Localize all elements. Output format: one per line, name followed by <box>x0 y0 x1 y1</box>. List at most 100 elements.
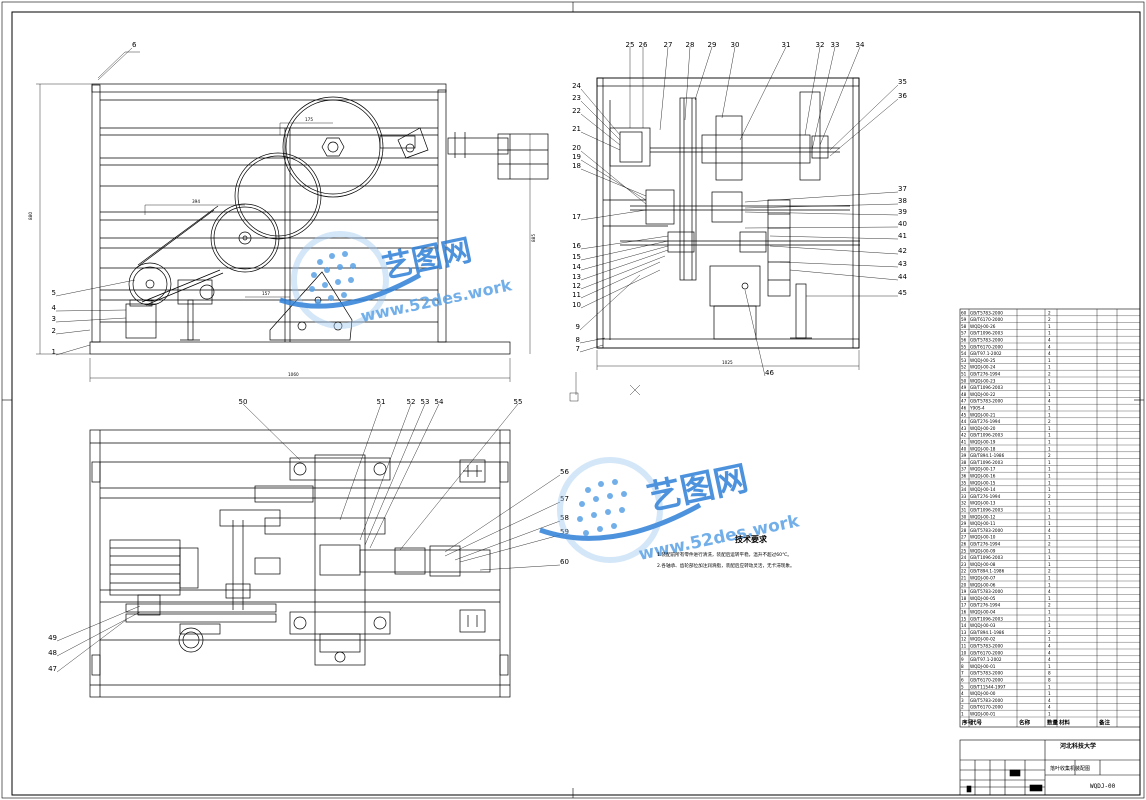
part-label-9: 9 <box>576 323 580 331</box>
bom-qty: 1 <box>1048 712 1051 717</box>
part-number-labels: 1234567891011121314151617181920212223242… <box>48 41 907 673</box>
bom-code: GB/T6170-2000 <box>970 344 1003 349</box>
leader-line <box>359 403 412 541</box>
bom-no: 17 <box>961 603 967 608</box>
bom-code: WQDJ-00-03 <box>970 623 996 628</box>
bom-code: WQDJ-00-10 <box>970 535 996 540</box>
bom-no: 14 <box>961 623 967 628</box>
bom-code: WQDJ-00-14 <box>970 487 996 492</box>
bom-code: WQDJ-00-05 <box>970 596 996 601</box>
leader-line <box>804 46 821 136</box>
part-label-22: 22 <box>572 107 581 115</box>
leader-line <box>744 191 899 203</box>
part-label-58: 58 <box>560 514 569 522</box>
part-label-44: 44 <box>898 273 907 281</box>
bom-code: GB/T6170-2000 <box>970 317 1003 322</box>
part-label-55: 55 <box>514 398 523 406</box>
bom-no: 32 <box>961 501 967 506</box>
part-label-57: 57 <box>560 495 569 503</box>
bom-no: 30 <box>961 514 967 519</box>
leader-line <box>444 501 561 557</box>
leader-line <box>580 245 669 271</box>
bom-no: 26 <box>961 542 967 547</box>
bom-code: GB/T1096-2003 <box>970 331 1003 336</box>
watermark-2: 艺图网 www.52des.work <box>539 457 802 565</box>
bom-code: GB/T5783-2000 <box>970 310 1003 315</box>
bom-code: GB/T5783-2000 <box>970 589 1003 594</box>
part-label-20: 20 <box>572 144 581 152</box>
title-block <box>959 739 1141 796</box>
bom-code: WQDJ-00-01 <box>970 712 996 717</box>
part-label-19: 19 <box>572 153 581 161</box>
part-label-47: 47 <box>48 665 57 673</box>
bom-qty: 4 <box>1048 644 1051 649</box>
svg-text:1060: 1060 <box>288 372 299 377</box>
bom-code: GB/T5783-2000 <box>970 644 1003 649</box>
bom-code: GB/T1096-2003 <box>970 433 1003 438</box>
bom-qty: 1 <box>1048 426 1051 431</box>
bom-no: 13 <box>961 630 967 635</box>
bom-code: GB/T1096-2003 <box>970 508 1003 513</box>
bom-code: GB/T894.1-1986 <box>970 569 1005 574</box>
leader-line <box>580 255 666 290</box>
bom-code: GB/T276-1994 <box>970 419 1001 424</box>
bom-code: WQDJ-00-11 <box>970 521 996 526</box>
bom-no: 19 <box>961 589 967 594</box>
leader-line <box>580 235 669 250</box>
bom-code: GB/T6170-2000 <box>970 678 1003 683</box>
bom-qty: 4 <box>1048 650 1051 655</box>
bom-no: 15 <box>961 616 967 621</box>
bom-qty: 4 <box>1048 698 1051 703</box>
part-label-24: 24 <box>572 82 581 90</box>
bom-no: 50 <box>961 378 967 383</box>
bom-qty: 8 <box>1048 671 1051 676</box>
bom-code: WQDJ-00-26 <box>970 324 996 329</box>
bom-qty: 1 <box>1048 440 1051 445</box>
notes-title: 技术要求 <box>735 534 768 544</box>
svg-text:880: 880 <box>28 212 33 220</box>
part-label-60: 60 <box>560 558 569 566</box>
part-label-25: 25 <box>626 41 635 49</box>
leader-line <box>580 150 647 205</box>
leader-line <box>779 261 899 268</box>
bom-qty: 2 <box>1048 603 1051 608</box>
bom-qty: 1 <box>1048 576 1051 581</box>
part-label-27: 27 <box>664 41 673 49</box>
bom-no: 40 <box>961 446 967 451</box>
part-label-35: 35 <box>898 78 907 86</box>
part-label-54: 54 <box>435 398 444 406</box>
part-label-5: 5 <box>52 289 56 297</box>
leader-line <box>55 317 127 323</box>
part-label-8: 8 <box>576 336 580 344</box>
part-label-21: 21 <box>572 125 581 133</box>
top-view <box>89 429 511 698</box>
part-label-11: 11 <box>572 291 581 299</box>
watermark-globe-icon <box>279 231 422 329</box>
bom-qty: 1 <box>1048 548 1051 553</box>
svg-text:157: 157 <box>262 291 270 296</box>
bom-code: Y90S-4 <box>969 406 985 411</box>
leader-line <box>579 344 604 353</box>
leader-line <box>339 403 382 521</box>
part-label-41: 41 <box>898 232 907 240</box>
leader-line <box>369 403 440 549</box>
bom-code: GB/T5783-2000 <box>970 338 1003 343</box>
bom-qty: 1 <box>1048 562 1051 567</box>
part-label-7: 7 <box>576 345 580 353</box>
svg-text:394: 394 <box>192 199 200 204</box>
leader-line <box>364 403 426 546</box>
leader-line <box>55 279 136 297</box>
bom-qty: 1 <box>1048 446 1051 451</box>
bom-no: 58 <box>961 324 967 329</box>
bom-no: 56 <box>961 338 967 343</box>
leader-line <box>580 269 661 309</box>
bom-no: 8 <box>961 664 964 669</box>
bom-no: 1 <box>961 712 964 717</box>
leader-line <box>580 113 621 146</box>
leader-line <box>694 46 713 101</box>
bom-no: 44 <box>961 419 967 424</box>
part-label-46: 46 <box>765 369 774 377</box>
bom-code: WQDJ-00-07 <box>970 576 996 581</box>
bom-no: 22 <box>961 569 967 574</box>
bom-no: 3 <box>961 698 964 703</box>
